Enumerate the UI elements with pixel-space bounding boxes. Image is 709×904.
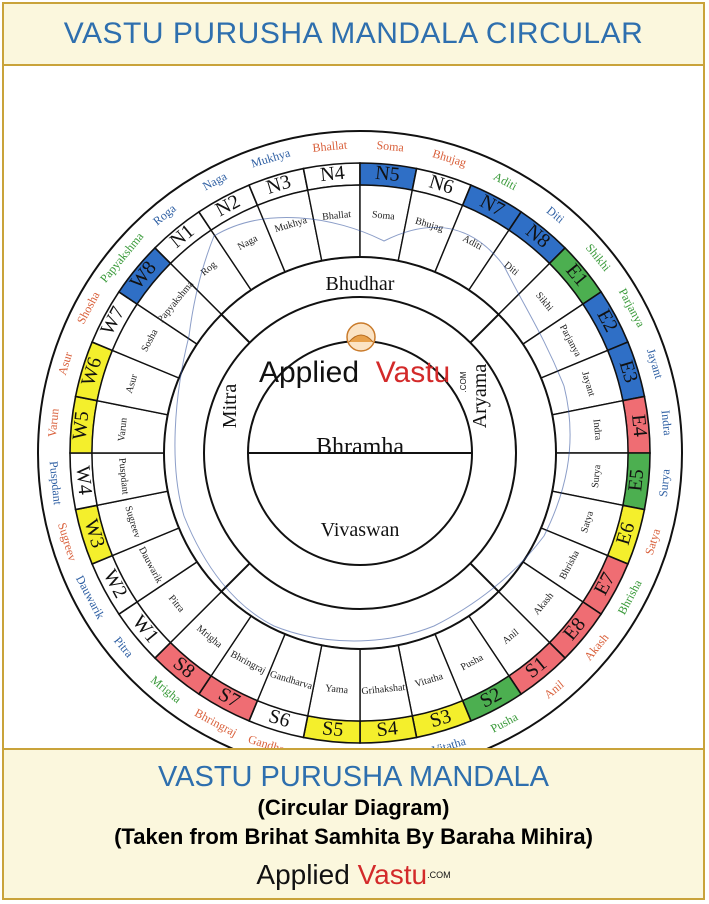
- footer-brand-com: .COM: [427, 870, 451, 880]
- outer-deity-label: Varun: [45, 408, 62, 438]
- zone-code-label: W5: [69, 410, 94, 441]
- footer-subtitle: (Circular Diagram): [257, 795, 450, 820]
- outer-deity-label: Asur: [55, 350, 75, 376]
- deity-name-label: Soma: [371, 209, 395, 222]
- footer-brand-vastu: Vastu: [357, 859, 428, 890]
- middle-ring-divider: [469, 313, 500, 344]
- outer-deity-label: Bhallat: [312, 138, 349, 155]
- aryama-label: Aryama: [469, 364, 491, 429]
- deity-name-label: Surya: [590, 464, 603, 489]
- mandala-rings: RogaN1RogNagaN2NagaMukhyaN3MukhyaBhallat…: [37, 130, 683, 748]
- middle-ring: [203, 296, 517, 610]
- deity-ring-inner-edge: [163, 256, 557, 650]
- outer-deity-label: Puspdant: [47, 460, 65, 506]
- deity-name-label: Puspdant: [116, 458, 131, 496]
- zone-code-label: S5: [321, 717, 344, 741]
- deity-name-label: Indra: [591, 419, 604, 442]
- footer-brand-applied: Applied: [256, 859, 350, 890]
- mandala-center: Applied Vastu .COM Bhramha Bhudhar Vivas…: [219, 273, 491, 566]
- purusha-outline: [174, 217, 571, 642]
- zone-code-label: S4: [376, 717, 399, 741]
- deity-name-label: Yama: [325, 683, 349, 696]
- logo-applied: Applied: [259, 356, 359, 389]
- logo-mark-icon: [346, 322, 376, 352]
- zone-code-label: E4: [627, 413, 651, 437]
- mitra-label: Mitra: [219, 384, 241, 429]
- middle-ring-divider: [220, 313, 251, 344]
- middle-ring-divider: [220, 562, 251, 593]
- zone-code-label: N4: [319, 162, 345, 186]
- zone-code-label: N5: [374, 162, 400, 186]
- deity-name-label: Bhallat: [322, 209, 352, 223]
- mandala-diagram: RogaN1RogNagaN2NagaMukhyaN3MukhyaBhallat…: [37, 130, 683, 748]
- middle-ring-divider: [469, 562, 500, 593]
- outer-deity-label: Indra: [659, 409, 675, 436]
- logo-vastu: Vastu: [376, 356, 451, 389]
- bhudhar-label: Bhudhar: [326, 273, 395, 295]
- zone-code-label: W4: [71, 465, 96, 496]
- deity-name-label: Grihakshat: [361, 682, 406, 697]
- header: VASTU PURUSHA MANDALA CIRCULAR: [4, 4, 703, 66]
- footer-title: VASTU PURUSHA MANDALA: [157, 761, 550, 793]
- footer-source: (Taken from Brihat Samhita By Baraha Mih…: [114, 824, 593, 849]
- brahma-label: Bhramha: [316, 434, 404, 460]
- zone-code-label: E5: [624, 468, 648, 492]
- outer-deity-label: Surya: [656, 468, 673, 498]
- footer: VASTU PURUSHA MANDALA (Circular Diagram)…: [4, 750, 703, 898]
- logo-com: .COM: [459, 371, 468, 392]
- footer-brand: Applied Vastu.COM: [4, 858, 703, 892]
- outer-deity-label: Soma: [376, 138, 405, 155]
- page-title: VASTU PURUSHA MANDALA CIRCULAR: [63, 17, 644, 50]
- vivaswan-label: Vivaswan: [321, 519, 400, 541]
- deity-name-label: Varun: [116, 417, 129, 442]
